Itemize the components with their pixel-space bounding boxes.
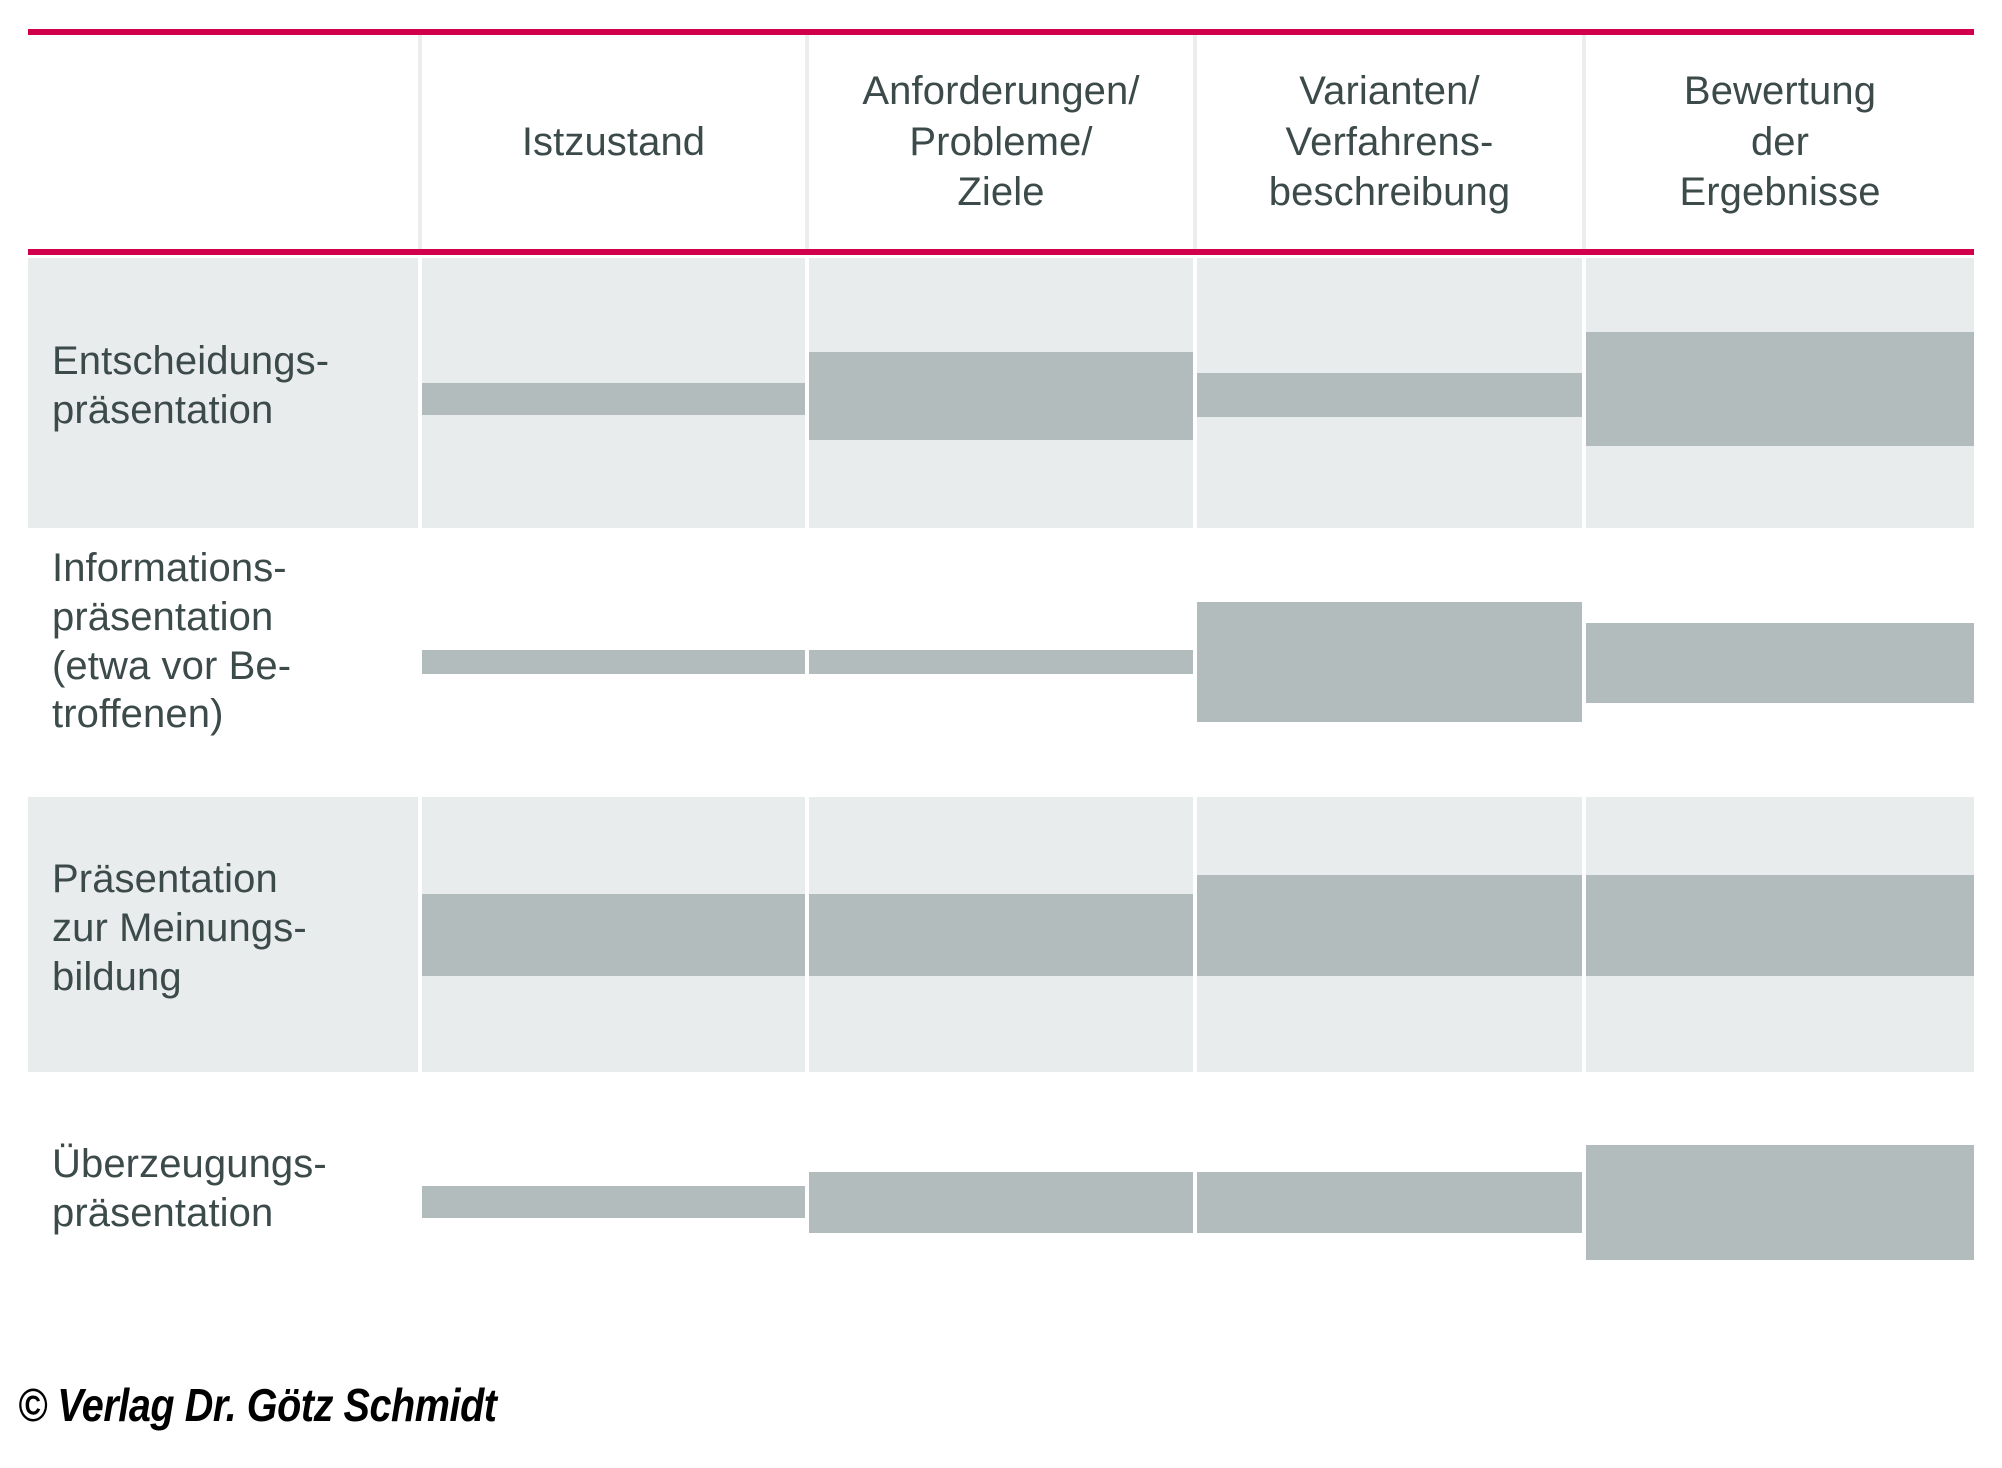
bar-meinungsbildung-bewertung xyxy=(1586,875,1974,976)
row-2-label-line-4: troffenen) xyxy=(52,692,224,737)
bar-informationspraesentation-anforderungen xyxy=(809,650,1193,674)
column-header-istzustand: Istzustand xyxy=(422,35,805,249)
bar-informationspraesentation-varianten xyxy=(1197,602,1582,722)
column-header-varianten-line-1: Varianten/ xyxy=(1299,68,1480,113)
row-2-label-line-2: präsentation xyxy=(52,594,274,639)
bar-entscheidungspraesentation-varianten xyxy=(1197,373,1582,417)
row-header-informationspraesentation: Informations- präsentation (etwa vor Be-… xyxy=(52,544,412,739)
bar-informationspraesentation-bewertung xyxy=(1586,623,1974,703)
row-2-label-line-1: Informations- xyxy=(52,546,287,590)
header-separator-3 xyxy=(1193,35,1197,249)
bar-entscheidungspraesentation-istzustand xyxy=(422,383,805,415)
column-header-anforderungen-line-2: Probleme/ xyxy=(909,119,1093,164)
bar-ueberzeugungspraesentation-istzustand xyxy=(422,1186,805,1218)
column-header-bewertung: Bewertung der Ergebnisse xyxy=(1586,35,1974,249)
row-header-ueberzeugungspraesentation: Überzeugungs- präsentation xyxy=(52,1140,412,1238)
column-header-varianten-line-2: Verfahrens- xyxy=(1285,119,1494,164)
column-header-bewertung-line-2: der xyxy=(1750,119,1810,164)
row-3-label-line-3: bildung xyxy=(52,954,182,999)
bar-ueberzeugungspraesentation-anforderungen xyxy=(809,1172,1193,1233)
row-4-label-line-1: Überzeugungs- xyxy=(52,1142,327,1186)
header-separator-4 xyxy=(1582,35,1586,249)
column-header-anforderungen-line-1: Anforderungen/ xyxy=(862,68,1140,113)
bar-ueberzeugungspraesentation-varianten xyxy=(1197,1172,1582,1233)
column-header-bewertung-line-1: Bewertung xyxy=(1683,68,1877,113)
bar-meinungsbildung-anforderungen xyxy=(809,894,1193,976)
column-header-varianten: Varianten/ Verfahrens- beschreibung xyxy=(1197,35,1582,249)
row-3-label-line-2: zur Meinungs- xyxy=(52,905,307,950)
copyright-notice: © Verlag Dr. Götz Schmidt xyxy=(18,1379,497,1431)
column-header-varianten-line-3: beschreibung xyxy=(1268,170,1511,215)
column-header-anforderungen: Anforderungen/ Probleme/ Ziele xyxy=(809,35,1193,249)
header-separator-2 xyxy=(805,35,809,249)
row-header-entscheidungspraesentation: Entscheidungs- präsentation xyxy=(52,337,412,435)
bar-meinungsbildung-istzustand xyxy=(422,894,805,976)
column-header-anforderungen-line-3: Ziele xyxy=(957,170,1045,215)
column-header-row-label xyxy=(28,35,418,249)
row-header-praesentation-zur-meinungsbildung: Präsentation zur Meinungs- bildung xyxy=(52,855,412,1001)
header-bottom-rule xyxy=(28,249,1974,255)
row-3-band-label xyxy=(28,797,418,1072)
row-3-label-line-1: Präsentation xyxy=(52,857,278,901)
bar-informationspraesentation-istzustand xyxy=(422,650,805,674)
top-rule xyxy=(28,29,1974,35)
bar-ueberzeugungspraesentation-bewertung xyxy=(1586,1145,1974,1260)
bar-meinungsbildung-varianten xyxy=(1197,875,1582,976)
row-1-label-line-1: Entscheidungs- xyxy=(52,339,330,383)
bar-entscheidungspraesentation-anforderungen xyxy=(809,352,1193,440)
column-header-bewertung-line-3: Ergebnisse xyxy=(1679,170,1881,215)
row-1-label-line-2: präsentation xyxy=(52,387,274,432)
row-1-band-label xyxy=(28,258,418,528)
header-separator-1 xyxy=(418,35,422,249)
row-2-label-line-3: (etwa vor Be- xyxy=(52,643,292,688)
column-header-istzustand-line-1: Istzustand xyxy=(521,119,706,164)
row-4-label-line-2: präsentation xyxy=(52,1190,274,1235)
table-header: Istzustand Anforderungen/ Probleme/ Ziel… xyxy=(0,35,2002,249)
bar-entscheidungspraesentation-bewertung xyxy=(1586,332,1974,446)
